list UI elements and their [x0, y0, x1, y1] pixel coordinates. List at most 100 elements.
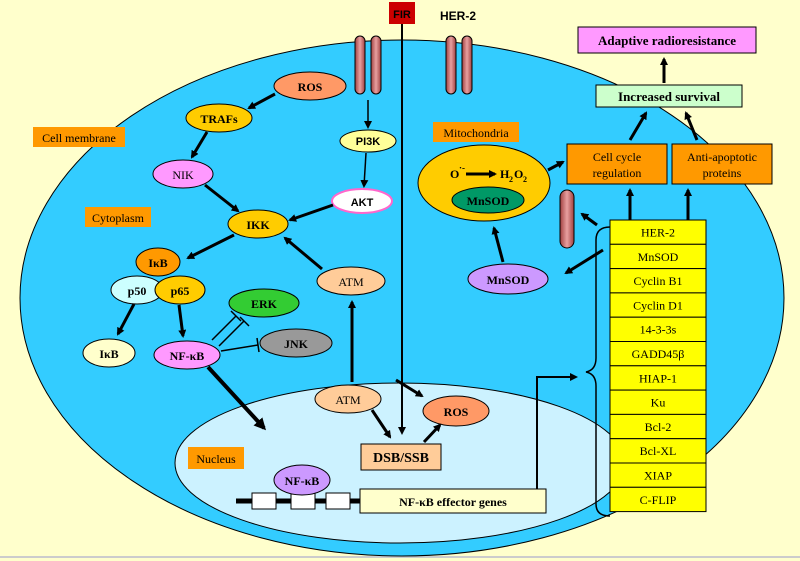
anti-apoptotic-label-2: proteins: [703, 166, 742, 180]
gene-box: [609, 413, 707, 440]
effector-genes-label: NF-κB effector genes: [399, 495, 507, 509]
arrow-list-receptor: [580, 212, 598, 227]
arrow-complex-nfkb: [177, 304, 187, 338]
arrow-list-mnsod: [564, 248, 604, 275]
receptor-left: [354, 35, 382, 95]
pi3k-label: PI3K: [356, 136, 381, 148]
adaptive-radioresistance-box: [577, 26, 757, 54]
ros-nuc-node: [422, 395, 490, 427]
ikk-node: [227, 209, 289, 239]
arrow-antiapoptotic-survival: [684, 111, 699, 141]
superoxide-reaction: O ·- H 2 O 2: [450, 163, 527, 184]
ros-cyto-label: ROS: [298, 80, 323, 94]
cell-cycle-label-1: Cell cycle: [593, 150, 641, 164]
inhibit-jnk-bar: [256, 337, 260, 353]
gene-box: [609, 243, 707, 270]
cell-membrane-tag: [33, 127, 125, 147]
mnsod-mito-node: [451, 186, 525, 214]
erk-node: [228, 288, 300, 318]
dsb-ssb-label: DSB/SSB: [373, 451, 429, 466]
mitochondria-label: Mitochondria: [443, 126, 509, 140]
atm-cyto-label: ATM: [338, 275, 364, 289]
mnsod-mito-label: MnSOD: [467, 194, 510, 208]
fir-box: [389, 2, 415, 24]
trafs-label: TRAFs: [200, 112, 238, 126]
gene-label: C-FLIP: [640, 493, 677, 507]
nik-node: [152, 159, 214, 189]
gene-label: Bcl-XL: [640, 444, 677, 458]
h2o2-sub2: 2: [523, 175, 527, 184]
ikb-free-node: [82, 338, 136, 368]
arrow-atm-ikk: [283, 236, 323, 271]
cell-cycle-box: [566, 143, 668, 185]
superoxide-sup: ·-: [459, 163, 465, 173]
pi3k-node: [339, 129, 397, 153]
gene-label: GADD45β: [632, 347, 685, 361]
p65-node: [154, 275, 206, 305]
mnsod-cyto-label: MnSOD: [487, 273, 530, 287]
gene-label: 14-3-3s: [640, 323, 677, 337]
fir-label: FIR: [393, 9, 411, 21]
h2o2-h: H: [500, 167, 510, 181]
inhibit-erk-2-bar: [230, 310, 242, 322]
nfkb-nuc-node: [273, 464, 331, 496]
jnk-label: JNK: [284, 337, 309, 351]
arrow-nfkb-nucleus: [206, 365, 267, 431]
jnk-node: [259, 328, 333, 358]
her2-receptor-label: HER-2: [440, 9, 476, 23]
h2o2-sub1: 2: [509, 175, 513, 184]
mitochondria-tag: [433, 122, 519, 142]
gene-label: XIAP: [644, 469, 672, 483]
gene-label: HER-2: [641, 226, 675, 240]
nik-label: NIK: [172, 168, 194, 182]
arrow-trafs-nik: [190, 131, 209, 159]
anti-apoptotic-label-1: Anti-apoptotic: [687, 150, 757, 164]
gene-label: Bcl-2: [645, 420, 672, 434]
nfkb-nuc-label: NF-κB: [285, 474, 320, 488]
arrow-ros-trafs: [247, 92, 276, 110]
gene-label: Cyclin B1: [633, 274, 682, 288]
gene-box: [609, 486, 707, 513]
cytoplasm-label: Cytoplasm: [92, 211, 145, 225]
ikk-label: IKK: [246, 218, 270, 232]
p50-label: p50: [128, 284, 147, 298]
arrow-fir-ros: [395, 378, 424, 398]
ikb-free-label: IκB: [99, 347, 118, 361]
gene-box: [609, 219, 707, 245]
receptor-her2: [445, 35, 473, 95]
arrow-akt-ikk: [288, 203, 334, 222]
gene-list-bracket: [585, 226, 611, 517]
arrow-dsb-atm: [370, 409, 392, 439]
arrow-mnsod-mito: [491, 226, 505, 263]
p65-label: p65: [171, 284, 190, 298]
increased-survival-box: [595, 84, 743, 108]
anti-apoptotic-box: [671, 143, 773, 185]
inhibit-jnk: [220, 344, 259, 352]
inhibit-erk-2: [211, 315, 237, 341]
ikb-complex-label: IκB: [148, 256, 167, 270]
inhibition-arrows: [211, 310, 260, 353]
gene-label: Cyclin D1: [633, 298, 683, 312]
arrow-pi3k-akt: [360, 152, 369, 188]
mnsod-cyto-node: [467, 263, 549, 295]
arrow-dsb-ros: [422, 423, 442, 444]
adaptive-radioresistance-label: Adaptive radioresistance: [598, 33, 736, 48]
h2o2-o: O: [514, 167, 523, 181]
nfkb-cyto-node: [153, 340, 221, 370]
nucleus-label: Nucleus: [196, 452, 236, 466]
gene-label: Ku: [651, 396, 666, 410]
akt-label: AKT: [351, 197, 374, 209]
atm-nuc-label: ATM: [335, 393, 361, 407]
gene-box: [609, 462, 707, 488]
ros-cyto-node: [273, 71, 347, 101]
cytoplasm-tag: [85, 207, 151, 227]
nfkb-cyto-label: NF-κB: [170, 349, 205, 363]
cell-cycle-label-2: regulation: [593, 166, 642, 180]
arrow-complex-ikb: [116, 303, 136, 336]
increased-survival-label: Increased survival: [618, 89, 720, 104]
gene-box: [609, 316, 707, 343]
arrows: [116, 57, 699, 489]
